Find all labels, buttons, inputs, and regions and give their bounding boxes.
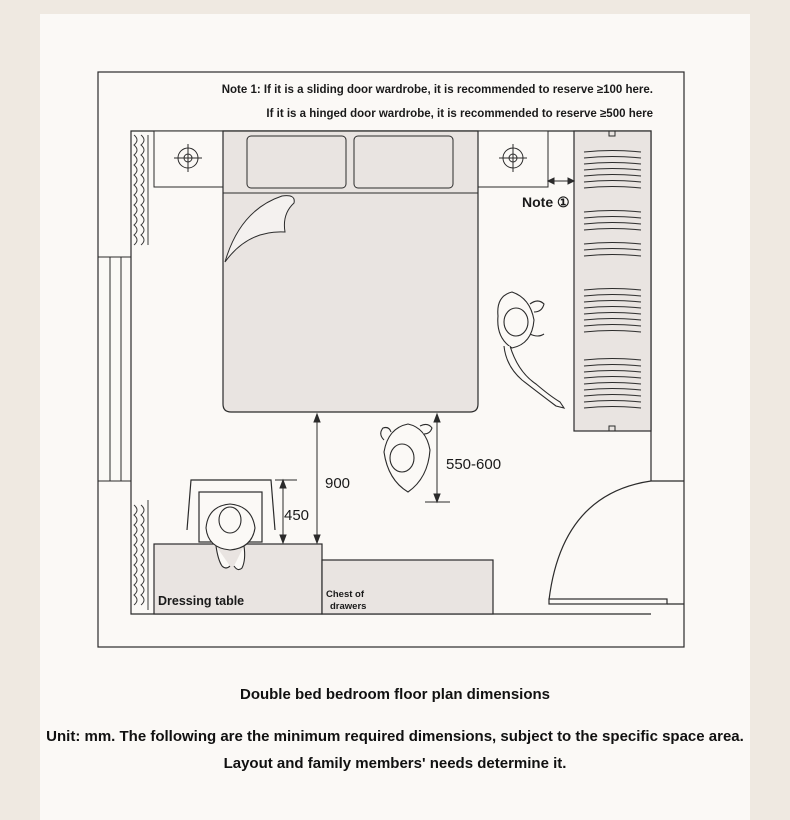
curtain-top bbox=[133, 134, 149, 246]
diagram-title: Double bed bedroom floor plan dimensions bbox=[239, 686, 550, 703]
hanger bbox=[583, 150, 642, 153]
pillow-left bbox=[246, 135, 347, 189]
note-2-text: If it is a hinged door wardrobe, it is r… bbox=[266, 108, 653, 120]
wardrobe-rod-end bbox=[608, 425, 616, 432]
person-at-wardrobe bbox=[497, 291, 566, 409]
wardrobe-rod-end bbox=[608, 130, 616, 137]
hanger bbox=[583, 388, 642, 391]
hanger bbox=[583, 162, 642, 165]
hanger bbox=[583, 210, 642, 213]
chest-label-line1: Chest of bbox=[326, 589, 365, 600]
hanger bbox=[583, 222, 642, 225]
hanger bbox=[583, 156, 642, 159]
outer-wall bbox=[97, 71, 685, 648]
note-1-text: Note 1: If it is a sliding door wardrobe… bbox=[222, 84, 653, 96]
bed-blanket-fold bbox=[224, 195, 295, 263]
hanger bbox=[583, 242, 642, 245]
dimension-450: 450 bbox=[284, 507, 309, 524]
hanger bbox=[583, 174, 642, 177]
dressing-table bbox=[153, 543, 323, 615]
door bbox=[548, 480, 668, 605]
lamp-icon bbox=[499, 144, 527, 172]
note-marker: Note ① bbox=[522, 194, 570, 210]
dimension-line-900 bbox=[313, 412, 321, 545]
pillow-right bbox=[353, 135, 454, 189]
dimension-line-450 bbox=[275, 478, 297, 545]
dressing-table-label: Dressing table bbox=[158, 594, 244, 608]
chest-of-drawers bbox=[321, 559, 494, 615]
hanger bbox=[583, 216, 642, 219]
person-standing bbox=[380, 423, 433, 493]
hanger bbox=[583, 288, 642, 291]
curtain-bottom bbox=[133, 500, 149, 610]
dimension-550-600: 550-600 bbox=[446, 456, 501, 473]
hanger bbox=[583, 382, 642, 385]
hanger bbox=[583, 318, 642, 321]
window bbox=[98, 256, 131, 482]
hanger bbox=[583, 394, 642, 397]
hanger bbox=[583, 254, 642, 257]
hanger bbox=[583, 376, 642, 379]
hanger bbox=[583, 364, 642, 367]
hanger bbox=[583, 330, 642, 333]
hanger bbox=[583, 358, 642, 361]
hanger bbox=[583, 406, 642, 409]
door-jamb bbox=[651, 480, 684, 605]
hanger bbox=[583, 400, 642, 403]
person-seated bbox=[205, 503, 256, 571]
wardrobe-hangers bbox=[583, 130, 642, 432]
chest-label-line2: drawers bbox=[330, 601, 366, 612]
dimension-line-550-600 bbox=[425, 412, 450, 504]
hanger bbox=[583, 228, 642, 231]
caption-line-1: Unit: mm. The following are the minimum … bbox=[46, 728, 744, 745]
hanger bbox=[583, 312, 642, 315]
hanger bbox=[583, 300, 642, 303]
hanger bbox=[583, 306, 642, 309]
hanger bbox=[583, 168, 642, 171]
hanger bbox=[583, 324, 642, 327]
hanger bbox=[583, 370, 642, 373]
lamp-icon bbox=[174, 144, 202, 172]
hanger bbox=[583, 294, 642, 297]
hanger bbox=[583, 248, 642, 251]
note-arrow bbox=[546, 177, 576, 185]
dimension-900: 900 bbox=[325, 475, 350, 492]
caption-line-2: Layout and family members' needs determi… bbox=[223, 755, 567, 772]
floor-plan-diagram: Note 1: If it is a sliding door wardrobe… bbox=[97, 71, 685, 648]
hanger bbox=[583, 180, 642, 183]
hanger bbox=[583, 186, 642, 189]
